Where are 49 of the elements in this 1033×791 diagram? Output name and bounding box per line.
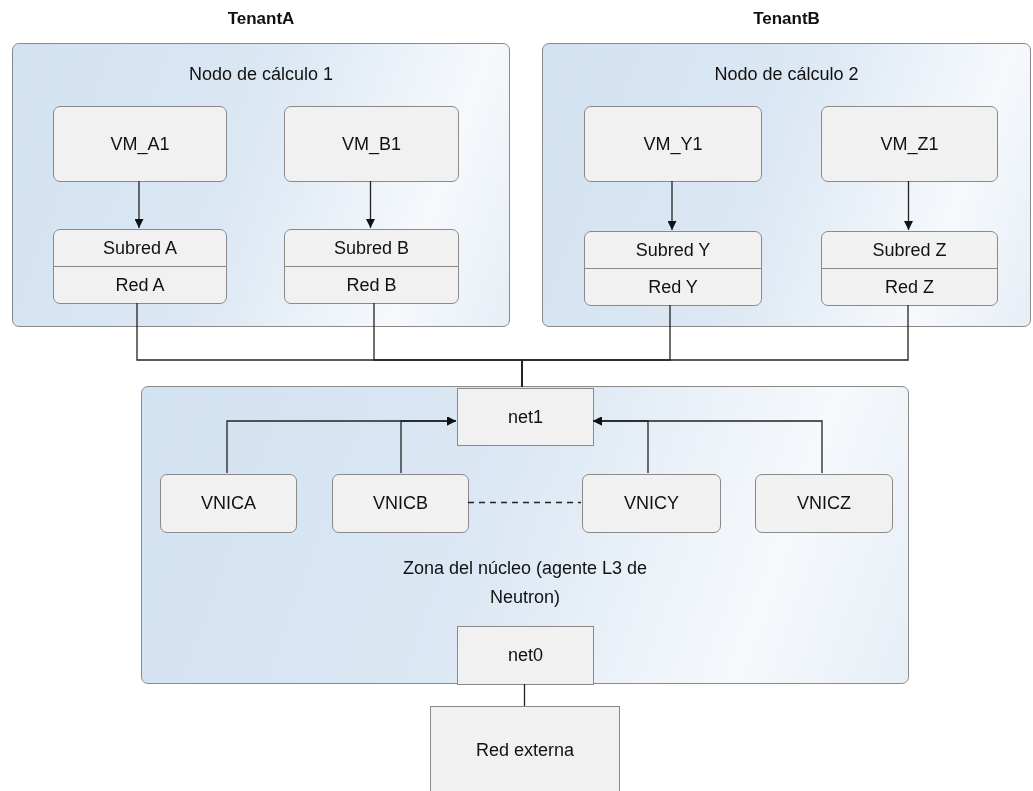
node-title: Nodo de cálculo 2: [713, 64, 860, 85]
component-box: [160, 474, 297, 533]
box-label: Subred B: [332, 236, 411, 260]
component-box: [457, 388, 594, 446]
arrow: [366, 180, 375, 229]
box-label: Red Z: [822, 268, 997, 305]
tenant-heading: TenantA: [226, 9, 296, 29]
box-label: net1: [506, 406, 544, 428]
arrow: [134, 180, 144, 229]
component-box: [332, 474, 469, 533]
network-box: [821, 231, 998, 306]
box-label: net0: [506, 645, 544, 666]
arrow: [592, 416, 823, 474]
component-box: [755, 474, 893, 533]
arrow: [904, 180, 913, 231]
component-box: [284, 106, 459, 182]
node-title: Nodo de cálculo 1: [187, 64, 335, 85]
network-box: [584, 231, 762, 306]
box-label: Subred A: [101, 236, 179, 260]
box-label: Red externa: [474, 740, 576, 761]
network-box: [284, 229, 459, 304]
box-label: Subred Z: [871, 238, 948, 262]
box-label: VM_Z1: [879, 133, 940, 155]
component-box: [457, 626, 594, 685]
component-box: [53, 106, 227, 182]
box-label: VM_Y1: [642, 133, 704, 155]
connector-line: [521, 304, 909, 388]
box-label: VNICB: [372, 493, 429, 514]
box-label: VNICY: [623, 493, 680, 514]
arrow: [667, 180, 677, 231]
box-label: Subred Y: [634, 238, 712, 262]
box-label: VM_B1: [341, 133, 402, 155]
connector-line: [523, 683, 526, 707]
box-label: VNICZ: [796, 493, 852, 514]
component-box: [430, 706, 620, 791]
dashed-link: [467, 501, 582, 504]
component-box: [584, 106, 762, 182]
zone-panel: [141, 386, 909, 684]
box-label: Red Y: [585, 268, 761, 305]
component-box: [821, 106, 998, 182]
box-label: Red A: [54, 266, 226, 303]
box-label: VM_A1: [109, 133, 171, 155]
box-label: Red B: [285, 266, 458, 303]
network-box: [53, 229, 227, 304]
arrow: [400, 416, 457, 474]
zone-title: Zona del núcleo (agente L3 de Neutron): [401, 557, 649, 609]
tenant-heading: TenantB: [752, 9, 821, 29]
box-label: VNICA: [200, 493, 257, 514]
component-box: [582, 474, 721, 533]
